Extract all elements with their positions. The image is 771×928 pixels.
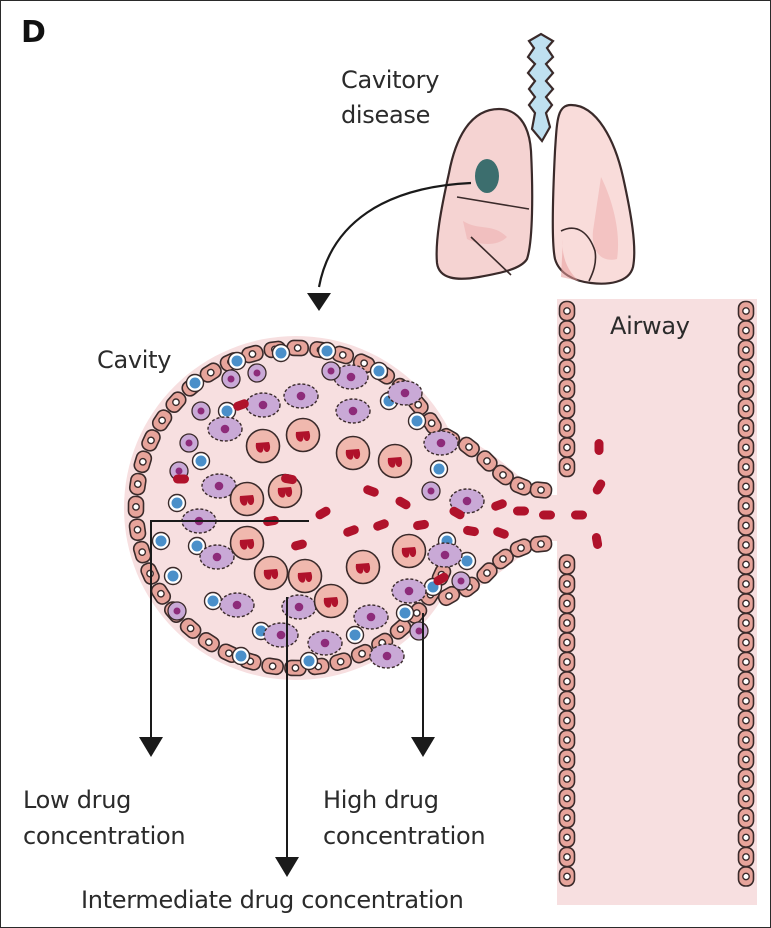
epithelial-cell (560, 770, 575, 789)
epithelial-cell (739, 536, 754, 555)
high-drug-label-line1: High drug (323, 783, 439, 817)
epithelial-cell (739, 731, 754, 750)
epithelial-cell (129, 473, 147, 496)
epithelial-cell (739, 555, 754, 574)
cavity-label: Cavity (97, 343, 171, 377)
intermediate-drug-label: Intermediate drug concentration (81, 883, 464, 917)
epithelial-cell (739, 828, 754, 847)
epithelial-cell (530, 481, 552, 498)
epithelial-cell (560, 692, 575, 711)
epithelial-cell (739, 458, 754, 477)
cavity-lesion (475, 159, 499, 193)
epithelial-cell (560, 867, 575, 886)
epithelial-cell (739, 477, 754, 496)
panel-letter: D (21, 15, 46, 50)
epithelial-cell (560, 575, 575, 594)
bacillus (539, 511, 555, 520)
epithelial-cell (560, 633, 575, 652)
epithelial-cell (560, 614, 575, 633)
cavitory-label-line1: Cavitory (341, 63, 439, 97)
epithelial-cell (739, 341, 754, 360)
epithelial-cell (560, 848, 575, 867)
epithelial-cell (739, 321, 754, 340)
epithelial-cell (739, 867, 754, 886)
epithelial-cell (560, 419, 575, 438)
epithelial-cell (739, 419, 754, 438)
airway (557, 299, 757, 905)
epithelial-cell (560, 360, 575, 379)
epithelial-cell (560, 438, 575, 457)
epithelial-cell (739, 438, 754, 457)
epithelial-cell (739, 848, 754, 867)
epithelial-cell (129, 518, 147, 541)
epithelial-cell (739, 614, 754, 633)
epithelial-cell (739, 497, 754, 516)
bacillus (595, 439, 604, 455)
epithelial-cell (560, 828, 575, 847)
arrow-down-icon (275, 857, 299, 877)
epithelial-cell (560, 380, 575, 399)
trachea (528, 34, 553, 141)
bacillus (173, 475, 189, 484)
epithelial-cell (261, 657, 284, 675)
epithelial-cell (739, 809, 754, 828)
epithelial-cell (739, 692, 754, 711)
lungs-icon (437, 34, 635, 284)
epithelial-cell (560, 750, 575, 769)
right-lung (553, 105, 635, 284)
epithelial-cell (560, 399, 575, 418)
epithelial-cell (739, 653, 754, 672)
epithelial-cell (739, 399, 754, 418)
epithelial-cell (739, 594, 754, 613)
epithelial-cell (739, 672, 754, 691)
epithelial-cell (128, 496, 143, 517)
left-lung (437, 109, 533, 279)
epithelial-cell (560, 555, 575, 574)
epithelial-cell (560, 789, 575, 808)
epithelial-cell (739, 633, 754, 652)
arrow-down-icon (411, 737, 435, 757)
epithelial-cell (560, 809, 575, 828)
epithelial-cell (739, 575, 754, 594)
epithelial-cell (739, 789, 754, 808)
arrow-down-icon (139, 737, 163, 757)
low-drug-label-line1: Low drug (23, 783, 131, 817)
high-drug-label-line2: concentration (323, 819, 485, 853)
bacillus (513, 507, 529, 516)
epithelial-cell (560, 341, 575, 360)
epithelial-cell (739, 302, 754, 321)
low-drug-label-line2: concentration (23, 819, 185, 853)
cavity (124, 336, 607, 680)
cavitory-label-line2: disease (341, 98, 430, 132)
epithelial-cell (739, 770, 754, 789)
epithelial-cell (560, 711, 575, 730)
arrow-down-icon (307, 293, 331, 311)
epithelial-cell (560, 672, 575, 691)
epithelial-cell (739, 711, 754, 730)
epithelial-cell (560, 321, 575, 340)
epithelial-cell (560, 653, 575, 672)
epithelial-cell (287, 340, 308, 355)
epithelial-cell (739, 360, 754, 379)
airway-label: Airway (610, 309, 690, 343)
epithelial-cell (739, 380, 754, 399)
epithelial-cell (530, 535, 552, 552)
epithelial-cell (739, 750, 754, 769)
epithelial-cell (560, 594, 575, 613)
bacillus (571, 511, 587, 520)
epithelial-cell (560, 458, 575, 477)
epithelial-cell (560, 731, 575, 750)
epithelial-cell (560, 302, 575, 321)
epithelial-cell (739, 516, 754, 535)
